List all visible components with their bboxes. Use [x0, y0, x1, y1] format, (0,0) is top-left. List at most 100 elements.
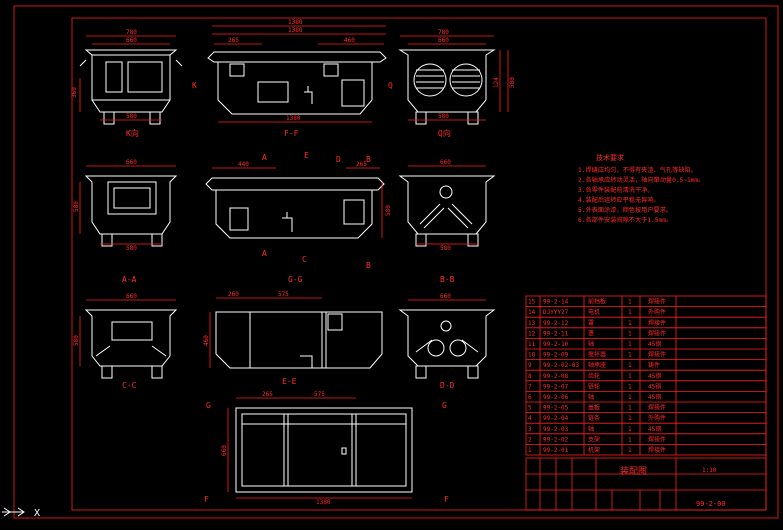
bom-cell-qty: 1: [628, 383, 632, 390]
bom-cell-remark: 外购件: [648, 414, 666, 422]
bom-cell-no: 15: [528, 299, 536, 306]
bom-cell-name: 搅拌器: [588, 351, 606, 359]
bom-cell-name: 机架: [588, 446, 600, 454]
dim-q-right-b: 580: [509, 77, 516, 88]
bom-cell-qty: 1: [628, 320, 632, 327]
bom-cell-qty: 1: [628, 341, 632, 348]
bom-cell-qty: 1: [628, 405, 632, 412]
bom-cell-code: 99-2-08: [543, 373, 569, 380]
bom-cell-remark: 45钢: [648, 393, 661, 401]
bom-cell-name: 齿轮: [588, 372, 600, 380]
dim-dd-top: 660: [440, 293, 451, 300]
bom-cell-remark: 焊接件: [648, 329, 666, 337]
view-cc: [79, 299, 178, 379]
dim-k-top-inner: 660: [126, 37, 137, 44]
dim-ff-top-outer: 1380: [288, 19, 303, 26]
view-ee: [209, 297, 383, 369]
technical-notes: 技术要求 1.焊缝应均匀，不得有夹渣、气孔等缺陷。 2.各轴承应转动灵活，轴向窜…: [578, 153, 704, 224]
dim-bb-bottom: 580: [440, 245, 451, 252]
dim-bb-top: 660: [440, 159, 451, 166]
bom-cell-code: 99-2-03: [543, 426, 569, 433]
dim-q-bottom: 580: [438, 113, 449, 120]
bom-cell-remark: 焊接件: [648, 319, 666, 327]
drawing-frame: [13, 5, 779, 519]
bom-cell-code: 99-2-07: [543, 383, 569, 390]
bom-cell-qty: 1: [628, 447, 632, 454]
bom-cell-code: 99-2-06: [543, 394, 569, 401]
note-item-3: 3.各零件装配前清洗干净。: [578, 186, 654, 194]
bom-cell-qty: 1: [628, 436, 632, 443]
dim-aa-top: 660: [126, 159, 137, 166]
label-bb-view: B-B: [440, 275, 455, 284]
note-item-4: 4.装配后运转应平稳无异响。: [578, 196, 660, 204]
dim-k-bottom: 580: [126, 113, 137, 120]
bom-cell-no: 4: [528, 415, 532, 422]
dim-plan-bottom: 1380: [316, 499, 331, 506]
label-ee-view: E-E: [282, 377, 297, 386]
ucs-x-label: X: [34, 508, 40, 519]
bom-cell-remark: 焊接件: [648, 446, 666, 454]
marker-q: Q: [388, 81, 393, 90]
bom-cell-no: 9: [528, 362, 532, 369]
bom-cell-name: 轴承座: [588, 361, 606, 369]
dim-ff-bottom: 1380: [286, 115, 301, 122]
dim-gg-side: 580: [385, 205, 392, 216]
bom-cell-code: DJYYY27: [543, 309, 569, 316]
bom-cell-remark: 焊接件: [648, 298, 666, 306]
view-k: [79, 35, 183, 125]
bom-cell-remark: 焊接件: [648, 435, 666, 443]
inner-frame: [71, 17, 767, 511]
bom-cell-name: 链轮: [588, 382, 600, 390]
bom-cell-qty: 1: [628, 299, 632, 306]
label-gg-view: G-G: [288, 275, 303, 284]
bom-cell-qty: 1: [628, 426, 632, 433]
bom-cell-name: 盖板: [588, 404, 600, 412]
dim-ee-mid: 575: [278, 291, 289, 298]
bom-cell-code: 99-2-02-03: [543, 362, 580, 369]
bom-cell-code: 99-2-05: [543, 405, 569, 412]
dim-aa-side: 580: [73, 201, 80, 212]
bom-cell-qty: 1: [628, 352, 632, 359]
marker-b-top: B: [366, 155, 371, 164]
bom-cell-qty: 1: [628, 373, 632, 380]
bom-cell-remark: 铸件: [648, 361, 660, 369]
note-item-1: 1.焊缝应均匀，不得有夹渣、气孔等缺陷。: [578, 166, 697, 174]
marker-b-bottom: B: [366, 261, 371, 270]
bom-cell-name: 罩: [588, 330, 594, 337]
bom-cell-qty: 1: [628, 330, 632, 337]
dim-q-top-inner: 660: [438, 37, 449, 44]
bom-cell-code: 99-2-11: [543, 330, 569, 337]
view-plan: [227, 397, 413, 499]
bom-cell-name: 前挡板: [588, 298, 606, 306]
bom-cell-code: 99-2-04: [543, 415, 569, 422]
label-q-view: Q向: [438, 128, 451, 138]
bom-cell-no: 3: [528, 426, 532, 433]
dim-gg-top-left: 440: [238, 161, 249, 168]
marker-k: K: [192, 81, 197, 90]
label-cc-view: C-C: [122, 381, 137, 390]
bom-cell-no: 1: [528, 447, 532, 454]
notes-title: 技术要求: [596, 153, 624, 162]
bom-cell-name: 支架: [588, 435, 600, 443]
bom-cell-remark: 45钢: [648, 425, 661, 433]
dim-gg-top-right: 265: [356, 161, 367, 168]
label-k-view: K向: [126, 128, 139, 138]
view-ff: [207, 25, 387, 123]
bom-cell-code: 99-2-02: [543, 436, 569, 443]
title-drawing-name: 装配图: [620, 465, 647, 477]
bom-cell-no: 14: [528, 309, 536, 316]
bom-cell-remark: 45钢: [648, 382, 661, 390]
note-item-5: 5.外表面涂漆，颜色按用户要求。: [578, 206, 672, 214]
ucs-icon: [2, 507, 25, 517]
bom-cell-qty: 1: [628, 394, 632, 401]
marker-e-top: E: [304, 151, 309, 160]
title-drawing-no: 99-2-00: [696, 500, 726, 508]
bom-cell-no: 5: [528, 405, 532, 412]
bom-cell-no: 10: [528, 352, 536, 359]
view-dd: [398, 299, 496, 379]
bom-cell-remark: 焊接件: [648, 404, 666, 412]
dim-plan-left: 265: [262, 391, 273, 398]
marker-d-top: D: [336, 155, 341, 164]
dim-ee-left: 260: [228, 291, 239, 298]
